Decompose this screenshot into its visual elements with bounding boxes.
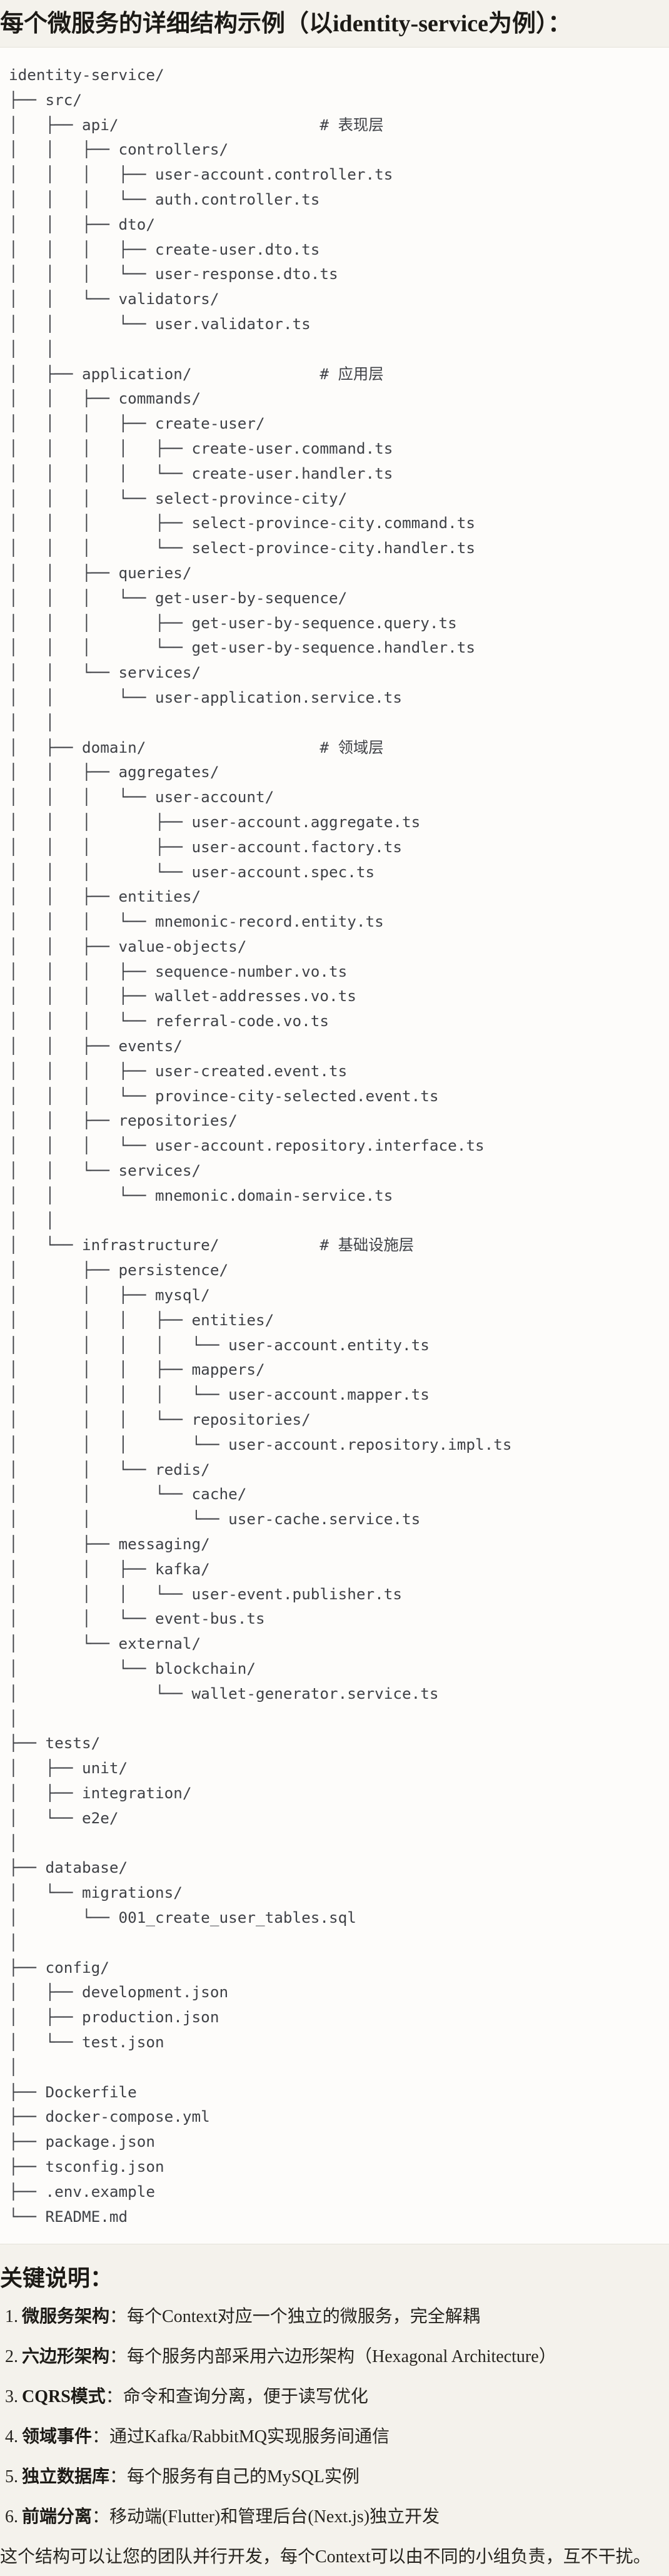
note-text: 每个服务有自己的MySQL实例	[127, 2467, 360, 2487]
note-text: 每个服务内部采用六边形架构（Hexagonal Architecture）	[127, 2347, 556, 2367]
notes-list: 1.微服务架构：每个Context对应一个独立的微服务，完全解耦 2.六边形架构…	[0, 2304, 669, 2530]
note-text: 通过Kafka/RabbitMQ实现服务间通信	[109, 2427, 390, 2447]
note-text: 移动端(Flutter)和管理后台(Next.js)独立开发	[109, 2507, 440, 2527]
note-label: 独立数据库	[22, 2467, 110, 2487]
note-number: 4.	[5, 2427, 18, 2447]
note-item-independent-db: 5.独立数据库：每个服务有自己的MySQL实例	[5, 2465, 669, 2490]
note-separator: ：	[105, 2387, 123, 2407]
note-label: 微服务架构	[22, 2307, 110, 2327]
note-item-microservices: 1.微服务架构：每个Context对应一个独立的微服务，完全解耦	[5, 2304, 669, 2329]
note-text: 每个Context对应一个独立的微服务，完全解耦	[127, 2307, 480, 2327]
closing-paragraph: 这个结构可以让您的团队并行开发，每个Context可以由不同的小组负责，互不干扰…	[0, 2547, 651, 2567]
note-item-frontend-separation: 6.前端分离：移动端(Flutter)和管理后台(Next.js)独立开发	[5, 2505, 669, 2530]
note-label: CQRS模式	[22, 2387, 106, 2407]
note-number: 1.	[5, 2307, 18, 2327]
note-separator: ：	[109, 2307, 128, 2327]
note-label: 前端分离	[22, 2507, 93, 2527]
note-label: 六边形架构	[22, 2347, 110, 2367]
note-separator: ：	[92, 2427, 110, 2447]
note-text: 命令和查询分离，便于读写优化	[123, 2387, 368, 2407]
note-number: 6.	[5, 2507, 18, 2527]
file-tree-code-block: identity-service/ ├── src/ │ ├── api/ # …	[0, 47, 669, 2245]
note-item-cqrs: 3.CQRS模式：命令和查询分离，便于读写优化	[5, 2385, 669, 2410]
note-item-domain-events: 4.领域事件：通过Kafka/RabbitMQ实现服务间通信	[5, 2425, 669, 2450]
note-number: 2.	[5, 2347, 18, 2367]
file-tree-text: identity-service/ ├── src/ │ ├── api/ # …	[9, 66, 512, 2226]
note-label: 领域事件	[22, 2427, 93, 2447]
notes-heading: 关键说明：	[0, 2266, 113, 2291]
note-separator: ：	[109, 2467, 128, 2487]
note-separator: ：	[109, 2347, 128, 2367]
note-number: 3.	[5, 2387, 18, 2407]
note-separator: ：	[92, 2507, 110, 2527]
note-number: 5.	[5, 2467, 18, 2487]
note-item-hexagonal: 2.六边形架构：每个服务内部采用六边形架构（Hexagonal Architec…	[5, 2344, 669, 2370]
page-title: 每个微服务的详细结构示例（以identity-service为例）：	[0, 11, 572, 37]
